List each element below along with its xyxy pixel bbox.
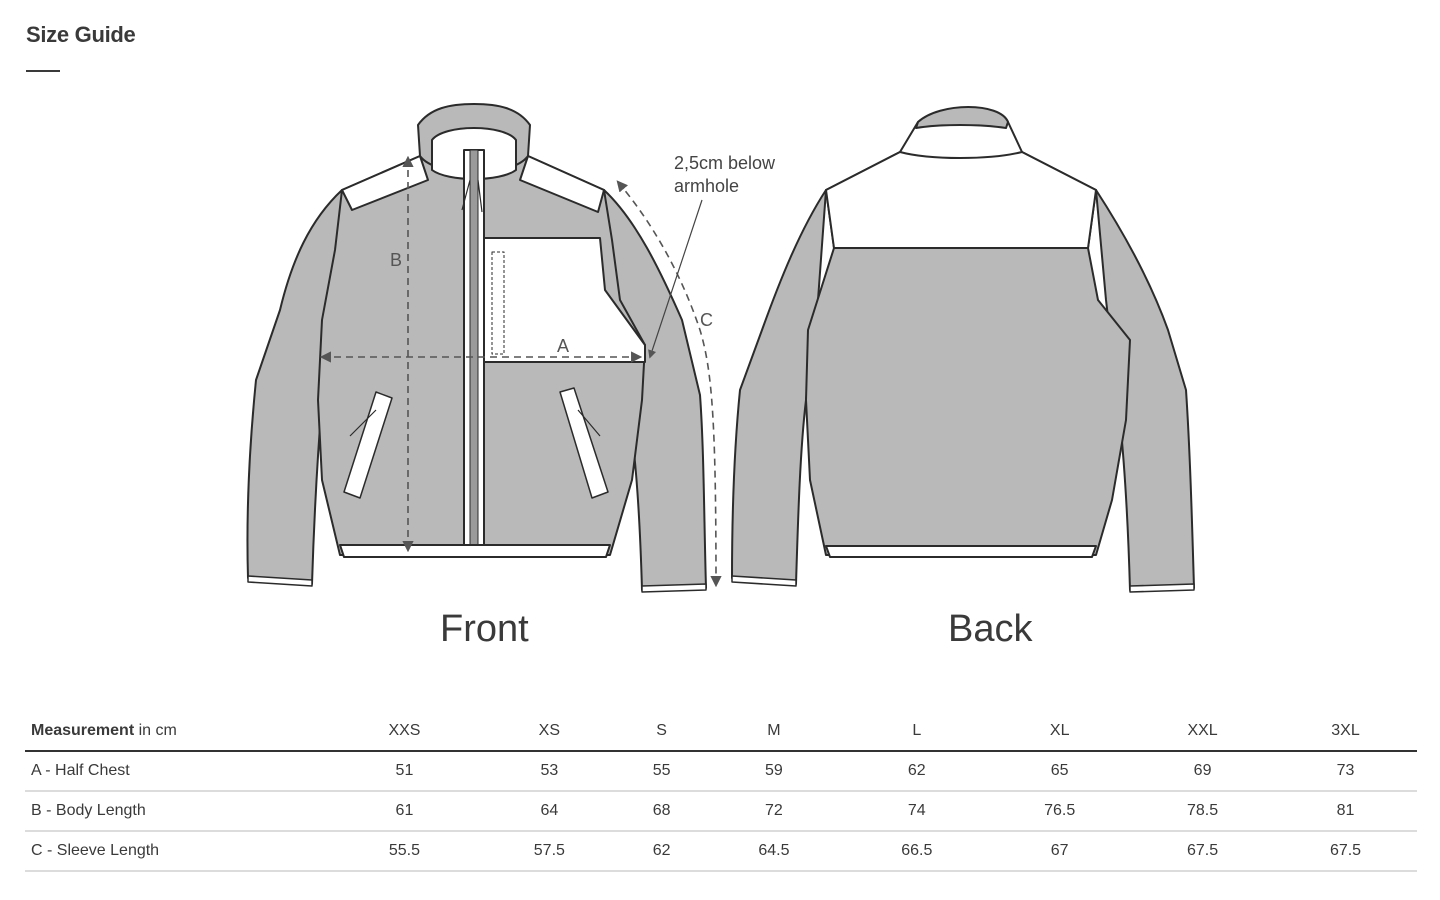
size-header: L <box>845 712 989 752</box>
table-cell: 73 <box>1274 751 1417 792</box>
dimension-label-b: B <box>390 250 403 270</box>
front-jacket <box>246 103 707 593</box>
table-cell: 76.5 <box>988 791 1132 832</box>
annotation-line-2: armhole <box>674 176 740 196</box>
table-cell: 78.5 <box>1131 791 1275 832</box>
size-header: XL <box>988 712 1132 752</box>
table-cell: 66.5 <box>845 831 989 872</box>
table-cell: 55 <box>620 751 703 792</box>
jacket-illustration <box>246 103 1195 593</box>
size-header: M <box>702 712 846 752</box>
measurement-header-bold: Measurement <box>31 722 135 739</box>
measurement-header: Measurement in cm <box>25 712 331 752</box>
dimension-label-c: C <box>700 310 713 330</box>
row-label: C - Sleeve Length <box>25 831 331 872</box>
table-cell: 69 <box>1131 751 1275 792</box>
table-cell: 59 <box>702 751 846 792</box>
back-jacket <box>731 106 1195 593</box>
table-cell: 53 <box>477 751 621 792</box>
jacket-technical-drawing: B A C 2,5cm below armhole <box>0 90 1440 670</box>
dimension-label-a: A <box>557 336 570 356</box>
table-row: A - Half Chest 51 53 55 59 62 65 69 73 <box>25 751 1417 792</box>
table-cell: 55.5 <box>331 831 478 872</box>
table-cell: 64 <box>477 791 621 832</box>
table-cell: 61 <box>331 791 478 832</box>
size-header: XXL <box>1131 712 1275 752</box>
row-label: B - Body Length <box>25 791 331 832</box>
dimension-c-line <box>616 180 722 588</box>
table-cell: 62 <box>845 751 989 792</box>
back-view-label: Back <box>948 608 1033 650</box>
table-cell: 64.5 <box>702 831 846 872</box>
size-header: 3XL <box>1274 712 1417 752</box>
table-header-row: Measurement in cm XXS XS S M L XL XXL 3X… <box>25 712 1417 752</box>
title-underline <box>26 70 60 72</box>
size-header: XS <box>477 712 621 752</box>
measurement-header-unit: in cm <box>134 722 177 739</box>
table-cell: 57.5 <box>477 831 621 872</box>
page-title: Size Guide <box>26 22 136 47</box>
annotation-pointer <box>648 199 703 359</box>
table-row: C - Sleeve Length 55.5 57.5 62 64.5 66.5… <box>25 831 1417 872</box>
table-cell: 67.5 <box>1131 831 1275 872</box>
table-cell: 81 <box>1274 791 1417 832</box>
table-cell: 68 <box>620 791 703 832</box>
table-cell: 74 <box>845 791 989 832</box>
size-chart-table: Measurement in cm XXS XS S M L XL XXL 3X… <box>25 712 1417 872</box>
table-cell: 72 <box>702 791 846 832</box>
table-cell: 67.5 <box>1274 831 1417 872</box>
row-label: A - Half Chest <box>25 751 331 792</box>
table-cell: 62 <box>620 831 703 872</box>
front-view-label: Front <box>440 608 529 650</box>
table-cell: 67 <box>988 831 1132 872</box>
dimension-lines <box>319 155 722 588</box>
size-header: XXS <box>331 712 478 752</box>
table-row: B - Body Length 61 64 68 72 74 76.5 78.5… <box>25 791 1417 832</box>
table-cell: 65 <box>988 751 1132 792</box>
size-header: S <box>620 712 703 752</box>
table-cell: 51 <box>331 751 478 792</box>
armhole-annotation: 2,5cm below armhole <box>674 152 775 198</box>
annotation-line-1: 2,5cm below <box>674 153 776 173</box>
